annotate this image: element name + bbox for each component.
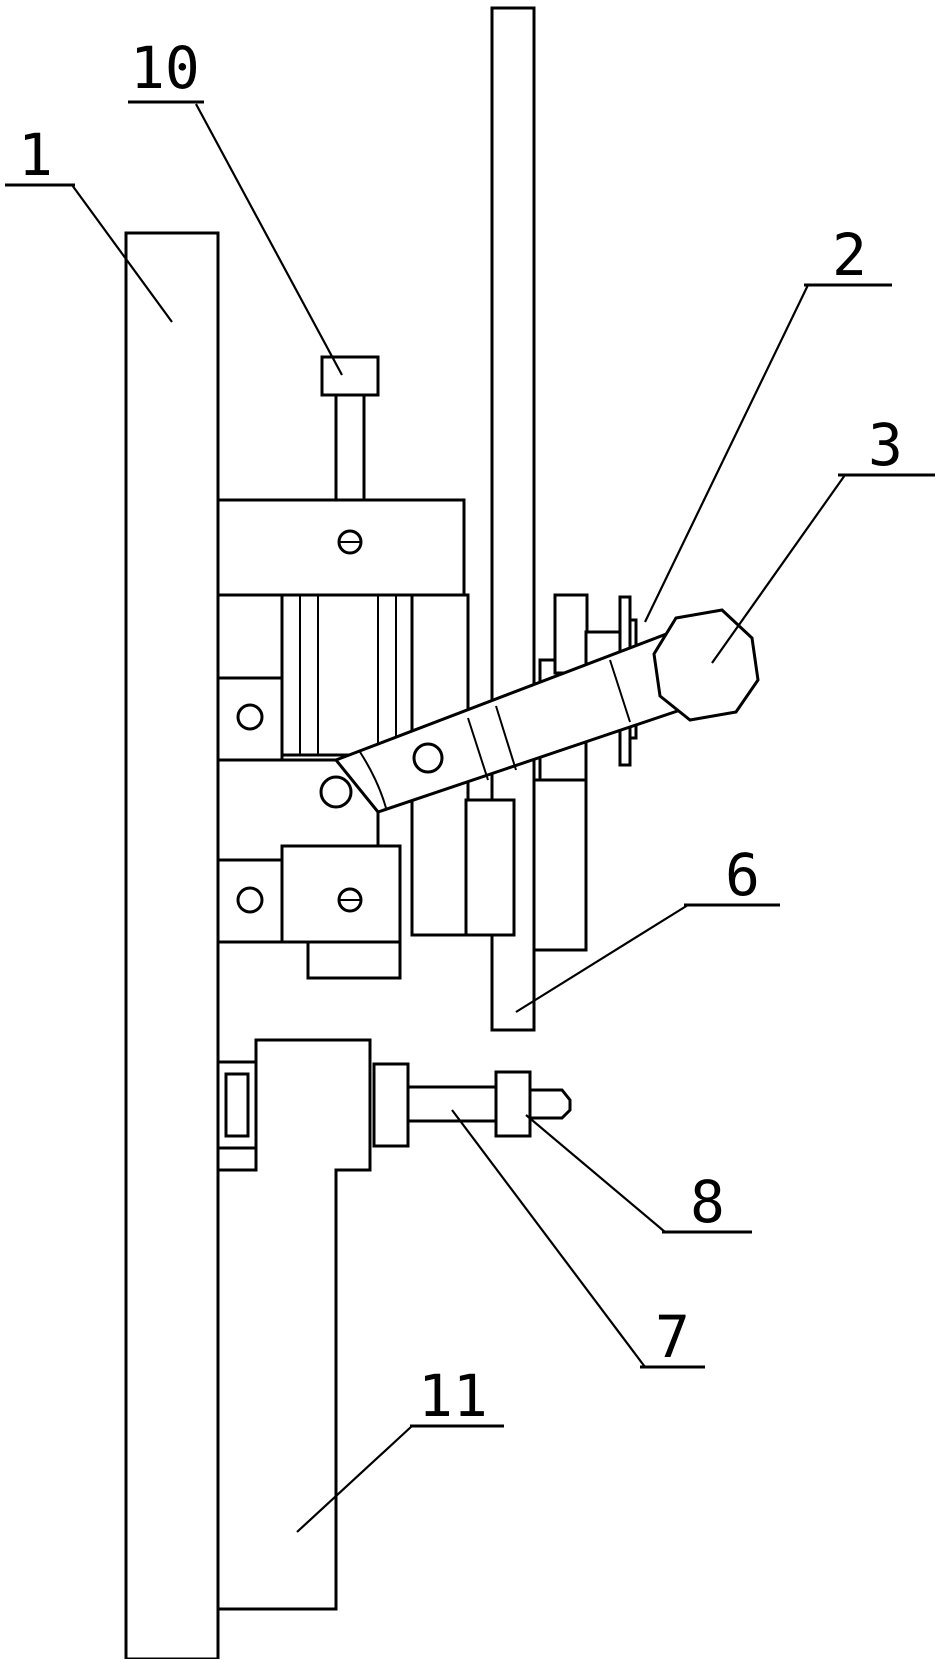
end-fitting-8 (496, 1072, 530, 1136)
end-tip-8 (530, 1090, 570, 1118)
bracket-spacer-inner (226, 1074, 248, 1136)
callout-6: 6 (725, 841, 760, 909)
callout-7: 7 (655, 1303, 690, 1371)
callout-11: 11 (418, 1362, 488, 1430)
callout-1: 1 (18, 121, 53, 189)
shaft-collar (374, 1064, 408, 1146)
leader-7 (452, 1110, 645, 1367)
bolt (238, 705, 262, 729)
wheel-hub (555, 595, 587, 673)
pivot-bolt (321, 777, 351, 807)
leader-2 (645, 285, 808, 622)
handle-knob-3 (654, 610, 758, 720)
callout-2: 2 (832, 221, 867, 289)
bolt (238, 888, 262, 912)
shaft-7 (408, 1087, 498, 1121)
leader-3 (712, 475, 845, 663)
lower-foot (308, 942, 400, 978)
middle-block-right (466, 800, 514, 935)
arm-bolt (414, 744, 442, 772)
leader-8 (526, 1115, 665, 1232)
base-plate-1 (126, 233, 218, 1659)
callout-3: 3 (868, 411, 903, 479)
adjust-screw-head-10 (322, 357, 378, 395)
adjust-screw-shaft-10 (336, 395, 364, 500)
callout-10: 10 (130, 34, 200, 102)
slide-block (282, 595, 414, 755)
right-block-lower (534, 780, 586, 950)
callout-8: 8 (690, 1168, 725, 1236)
